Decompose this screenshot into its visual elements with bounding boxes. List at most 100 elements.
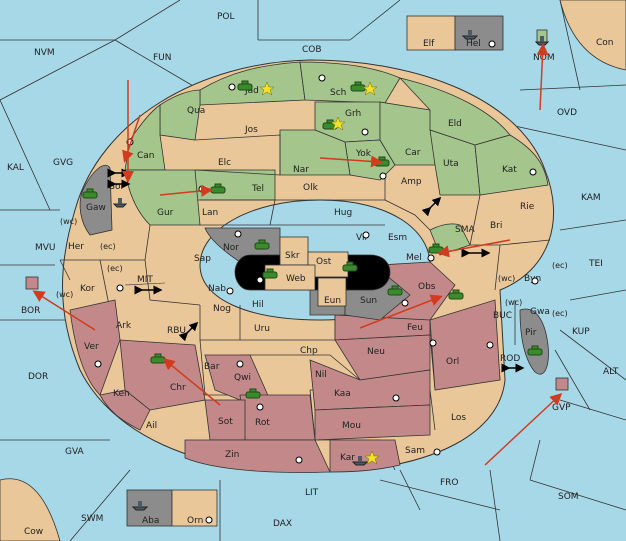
- territory-gaw[interactable]: [79, 164, 113, 236]
- supply-center-icon: [486, 341, 494, 349]
- land-label: Olk: [303, 183, 319, 193]
- land-label: Orl: [446, 357, 459, 367]
- land-label: Tel: [251, 184, 264, 194]
- land-label: Esm: [388, 233, 407, 243]
- order-arrow: [162, 358, 221, 406]
- supply-center-icon: [226, 287, 234, 295]
- territory-kaa[interactable]: [309, 359, 431, 411]
- land-label: Obs: [418, 282, 436, 292]
- green-army-icon: [254, 239, 270, 250]
- land-label: Los: [451, 413, 466, 423]
- territory-can[interactable]: [124, 104, 166, 171]
- land-label: Nil: [315, 370, 327, 380]
- star-icon: [259, 81, 275, 96]
- gray-fleet-icon: [112, 198, 128, 208]
- land-label: Hil: [252, 300, 264, 310]
- star-icon: [330, 116, 346, 131]
- land-label: Aba: [142, 516, 159, 526]
- sea-label: GVP: [552, 403, 571, 413]
- land-label: Sam: [405, 446, 425, 456]
- land-label: Hel: [466, 39, 481, 49]
- passage-arrow-layer: [107, 168, 525, 373]
- territory-uta[interactable]: [429, 129, 481, 196]
- gvp-tile[interactable]: [555, 377, 569, 391]
- order-arrow-layer: [32, 43, 563, 466]
- supply-center-icon: [228, 83, 236, 91]
- sea-label: OVD: [557, 108, 577, 118]
- sea-label: SOM: [558, 492, 579, 502]
- sea-label: SMA: [455, 225, 475, 235]
- territory-qua[interactable]: [159, 89, 201, 141]
- green-army-icon: [262, 268, 278, 279]
- territory-eun-inner[interactable]: [317, 277, 347, 307]
- supply-center-icon: [401, 299, 409, 307]
- elf-box[interactable]: [406, 15, 456, 51]
- coast-mark-layer: (wc) (ec) (ec) (wc) (wc) (ec) (wc) (ec): [56, 217, 568, 318]
- order-arrow: [359, 294, 443, 329]
- sea-label: DAX: [273, 519, 292, 529]
- territory-chr[interactable]: [119, 339, 206, 411]
- supply-center-layer: [94, 40, 539, 524]
- supply-center-icon: [236, 360, 244, 368]
- sea-label: FUN: [153, 53, 172, 63]
- sea-label: GVA: [65, 447, 85, 457]
- territory-car[interactable]: [379, 101, 436, 166]
- land-label: Uru: [254, 324, 270, 334]
- land-label: Gur: [157, 208, 174, 218]
- supply-center-icon: [379, 172, 387, 180]
- land-label: Nab: [208, 284, 226, 294]
- green-army-icon: [342, 261, 358, 272]
- sea-label: GVG: [53, 158, 73, 168]
- bor-tile[interactable]: [25, 276, 39, 290]
- territory-mou[interactable]: [314, 404, 431, 441]
- land-label: Feu: [407, 323, 423, 333]
- territory-ken[interactable]: [99, 389, 151, 431]
- territory-skr[interactable]: [279, 236, 309, 266]
- green-army-icon: [210, 183, 226, 194]
- territory-ver[interactable]: [69, 299, 121, 396]
- sea-label: RBU: [167, 326, 186, 336]
- land-label: Lan: [202, 208, 218, 218]
- land-label: Amp: [401, 177, 422, 187]
- supply-center-icon: [256, 276, 264, 284]
- territory-pir[interactable]: [519, 308, 549, 375]
- green-army-icon: [322, 119, 338, 130]
- land-label: Kaa: [334, 389, 351, 399]
- sea-label: ALT: [603, 367, 619, 377]
- land-label: Neu: [367, 347, 385, 357]
- land-label: Chr: [170, 383, 186, 393]
- order-arrow: [32, 290, 96, 331]
- sea-label: POL: [217, 12, 235, 22]
- land-label: Can: [137, 151, 155, 161]
- land-label: Grh: [345, 109, 361, 119]
- gray-fleet-icon: [461, 30, 479, 40]
- land-label: Kar: [340, 453, 355, 463]
- sea-label: MVU: [35, 243, 56, 253]
- territory-orl[interactable]: [429, 299, 501, 391]
- green-army-icon: [387, 285, 403, 296]
- coast-mark: (wc): [60, 217, 77, 226]
- supply-center-icon: [361, 128, 369, 136]
- star-icon: [362, 81, 378, 96]
- sea-label: ROD: [500, 354, 520, 364]
- sea-label: SWM: [81, 514, 103, 524]
- territory-sch[interactable]: [299, 61, 401, 104]
- supply-center-icon: [531, 277, 539, 285]
- land-label: Ail: [146, 421, 157, 431]
- land-label: Eld: [448, 119, 462, 129]
- sea-label: KAL: [7, 163, 24, 173]
- supply-center-icon: [295, 456, 303, 464]
- land-label: Ost: [316, 257, 332, 267]
- coast-mark: (ec): [107, 264, 123, 273]
- supply-center-icon: [234, 230, 242, 238]
- territory-kat[interactable]: [474, 134, 549, 196]
- sea-label: KUP: [572, 327, 590, 337]
- territory-rot[interactable]: [239, 394, 316, 441]
- land-label: Kor: [80, 284, 95, 294]
- land-label: Her: [68, 242, 84, 252]
- land-label: Orn: [187, 516, 203, 526]
- land-label: Kat: [502, 165, 517, 175]
- supply-center-icon: [429, 339, 437, 347]
